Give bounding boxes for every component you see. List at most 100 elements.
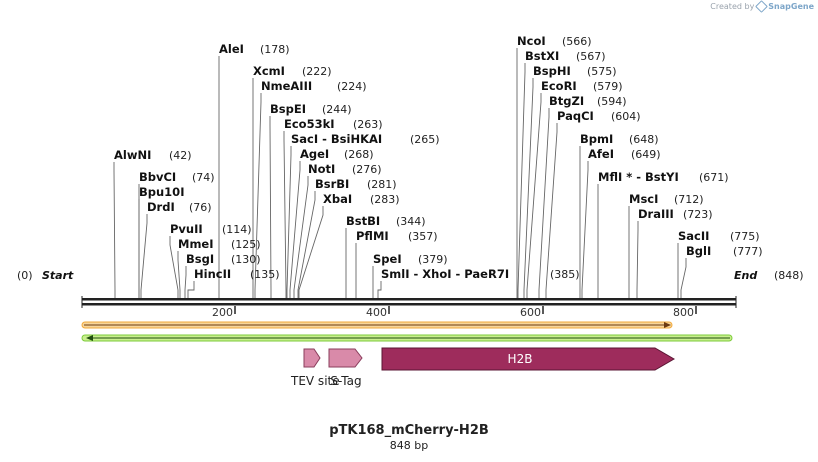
cut-site-position: (244) [322, 103, 352, 116]
scale-tick-label: 400 [366, 306, 387, 319]
cut-site-position: (74) [192, 171, 215, 184]
cut-site-name[interactable]: AgeI [300, 147, 329, 161]
cut-site-name[interactable]: NotI [308, 162, 335, 176]
scale-tick-label: 600 [520, 306, 541, 319]
start-position: (0) [17, 269, 33, 282]
cut-site-position: (723) [683, 208, 713, 221]
feature-s-tag[interactable]: S-Tag [328, 348, 363, 388]
feature-label-tev-site: TEV site [290, 374, 340, 388]
cut-site-name[interactable]: BpmI [580, 132, 613, 146]
cut-site-position: (265) [410, 133, 440, 146]
cut-site-position: (567) [576, 50, 606, 63]
cut-site-line [523, 78, 534, 298]
cut-site-name[interactable]: BspHI [533, 64, 571, 78]
cut-site-name[interactable]: SacI - BsiHKAI [291, 132, 382, 146]
credit-prefix: Created by [710, 2, 755, 11]
cut-site-line [184, 266, 187, 298]
cut-site-name[interactable]: HincII [194, 267, 231, 281]
cut-site-name[interactable]: Bpu10I [139, 185, 184, 199]
cut-site-position: (114) [222, 223, 252, 236]
cut-site-position: (224) [337, 80, 367, 93]
cut-site-name[interactable]: BspEI [270, 102, 306, 116]
cut-site-line [680, 258, 687, 298]
cut-site-line [177, 251, 181, 298]
cut-site-position: (281) [367, 178, 397, 191]
cut-site-position: (178) [260, 43, 290, 56]
cut-site-name[interactable]: PflMI [356, 229, 389, 243]
cut-site-line [293, 176, 309, 298]
cut-site-name[interactable]: MscI [629, 192, 658, 206]
cut-site-position: (671) [699, 171, 729, 184]
cut-site-position: (566) [562, 35, 592, 48]
cut-site-line [286, 146, 292, 298]
cut-site-line [289, 161, 301, 298]
cut-site-name[interactable]: BtgZI [549, 94, 584, 108]
cut-site-position: (276) [352, 163, 382, 176]
cut-site-position: (712) [674, 193, 704, 206]
cut-site-name[interactable]: EcoRI [541, 79, 577, 93]
plasmid-length: 848 bp [389, 439, 429, 452]
cut-site-position: (42) [169, 149, 192, 162]
orf-forward [81, 321, 673, 329]
cut-site-line [113, 162, 116, 298]
cut-site-position: (130) [231, 253, 261, 266]
cut-site-position: (135) [250, 268, 280, 281]
cut-site-line [636, 221, 639, 298]
cut-site-name[interactable]: BglI [686, 244, 711, 258]
cut-site-position: (357) [408, 230, 438, 243]
cut-site-position: (344) [396, 215, 426, 228]
cut-site-position: (775) [730, 230, 760, 243]
cut-site-position: (222) [302, 65, 332, 78]
cut-site-name[interactable]: AfeI [588, 147, 614, 161]
cut-site-name[interactable]: XcmI [253, 64, 285, 78]
cut-site-name[interactable]: Eco53kI [284, 117, 335, 131]
cut-site-name[interactable]: SmlI - XhoI - PaeR7I [381, 267, 509, 281]
cut-site-name[interactable]: AleI [219, 42, 244, 56]
cut-site-line [581, 161, 589, 298]
cut-site-line [269, 116, 272, 298]
cut-site-name[interactable]: SacII [678, 229, 709, 243]
cut-site-name[interactable]: XbaI [323, 192, 352, 206]
feature-tev-site[interactable]: TEV site [290, 348, 340, 388]
end-position: (848) [774, 269, 804, 282]
feature-h2b[interactable]: H2B [381, 347, 675, 371]
plasmid-name: pTK168_mCherry-H2B [329, 423, 489, 438]
cut-site-name[interactable]: DraIII [638, 207, 674, 221]
cut-site-name[interactable]: PaqCI [557, 109, 594, 123]
cut-site-name[interactable]: BstBI [346, 214, 380, 228]
cut-site-position: (385) [550, 268, 580, 281]
cut-site-name[interactable]: MmeI [178, 237, 214, 251]
cut-site-name[interactable]: DrdI [147, 200, 175, 214]
orf-reverse [81, 334, 733, 342]
cut-site-position: (649) [631, 148, 661, 161]
cut-site-line [377, 281, 382, 298]
cut-site-name[interactable]: BsgI [186, 252, 214, 266]
cut-site-name[interactable]: BsrBI [315, 177, 349, 191]
cut-site-position: (263) [353, 118, 383, 131]
cut-site-name[interactable]: SpeI [373, 252, 402, 266]
dna-backbone [81, 296, 737, 308]
cut-site-position: (268) [344, 148, 374, 161]
cut-site-name[interactable]: AlwNI [114, 148, 151, 162]
cut-site-position: (604) [611, 110, 641, 123]
cut-site-line [283, 131, 287, 298]
cut-site-line [545, 123, 558, 298]
cut-site-name[interactable]: NmeAIII [261, 79, 312, 93]
cut-site-position: (379) [418, 253, 448, 266]
cut-site-position: (76) [189, 201, 212, 214]
feature-label-h2b: H2B [508, 352, 533, 366]
cut-site-line [169, 236, 179, 298]
cut-site-line [254, 93, 262, 298]
cut-site-name[interactable]: NcoI [517, 34, 546, 48]
cut-site-line [298, 206, 324, 298]
cut-site-name[interactable]: BstXI [525, 49, 559, 63]
scale-tick-label: 800 [673, 306, 694, 319]
cut-site-position: (283) [370, 193, 400, 206]
cut-site-line [538, 108, 550, 298]
cut-site-name[interactable]: BbvCI [139, 170, 176, 184]
cut-site-name[interactable]: MflI * - BstYI [598, 170, 679, 184]
cut-site-name[interactable]: PvuII [170, 222, 203, 236]
